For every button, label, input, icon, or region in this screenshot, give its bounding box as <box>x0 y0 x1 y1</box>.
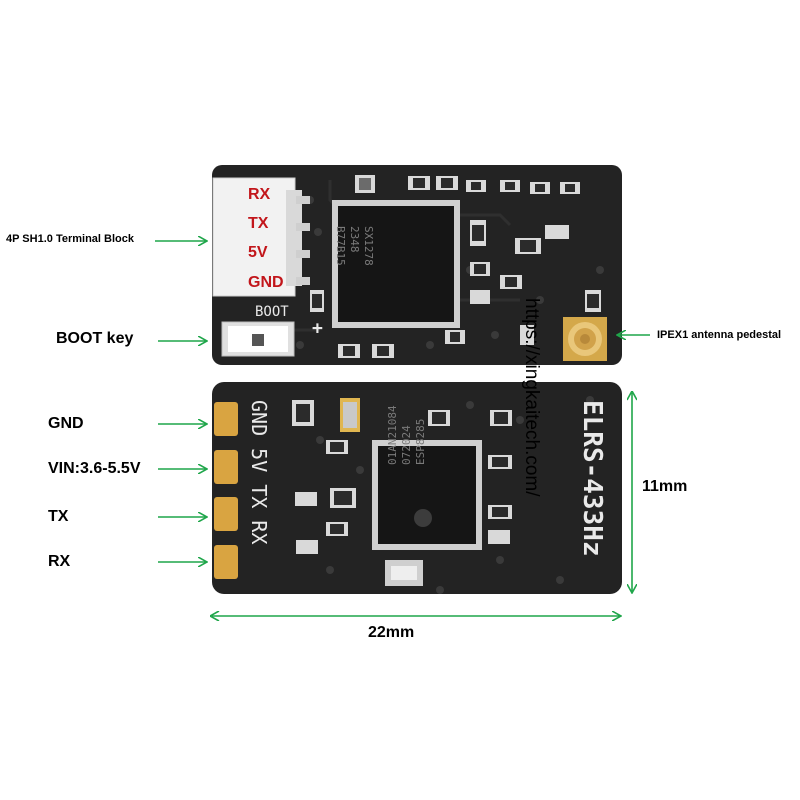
back-pin-tx: TX <box>48 508 69 525</box>
callout-boot-key: BOOT key <box>56 330 134 347</box>
front-chip-line-2: 2348 <box>348 226 361 253</box>
connector-pin-5v: 5V <box>248 244 268 261</box>
callout-antenna: IPEX1 antenna pedestal <box>657 329 782 341</box>
front-chip-line-3: B77B15 <box>334 226 347 266</box>
silk-pad-labels: GND 5V TX RX <box>247 400 271 545</box>
connector-pin-tx: TX <box>248 215 269 232</box>
dimension-height: 11mm <box>642 478 688 495</box>
solder-pads <box>214 402 238 579</box>
back-pin-vin: VIN:3.6-5.5V <box>48 460 141 477</box>
back-chip-line-2: ESP8285 <box>414 419 427 465</box>
front-board: BOOT + <box>212 165 622 365</box>
back-pin-rx: RX <box>48 553 71 570</box>
silk-product: ELRS-433Hz <box>577 400 607 557</box>
ipex-socket <box>563 317 607 361</box>
silk-plus: + <box>312 318 323 339</box>
connector-pin-rx: RX <box>248 186 271 203</box>
front-chip-line-1: SX1278 <box>362 226 375 266</box>
front-chip-markings: SX1278 2348 B77B15 <box>334 226 375 266</box>
callout-terminal-block: 4P SH1.0 Terminal Block <box>6 233 134 245</box>
back-board: GND 5V TX RX ELRS-433Hz <box>212 382 622 594</box>
back-pin-gnd: GND <box>48 415 84 432</box>
boot-button <box>221 321 295 357</box>
back-chip-markings: 072024 ESP8285 01AN21084 <box>386 405 427 465</box>
back-chip-line-1: 072024 <box>400 425 413 465</box>
url-watermark: https://xingkaitech.com/ <box>521 298 542 497</box>
dimension-width: 22mm <box>368 624 415 641</box>
back-chip-line-3: 01AN21084 <box>386 405 399 465</box>
sh10-connector <box>212 177 310 297</box>
silk-boot: BOOT <box>255 304 289 320</box>
callout-arrows <box>155 241 650 616</box>
connector-pin-gnd: GND <box>248 274 284 291</box>
esp8285-chip <box>372 440 482 550</box>
sx1278-chip <box>332 200 460 328</box>
